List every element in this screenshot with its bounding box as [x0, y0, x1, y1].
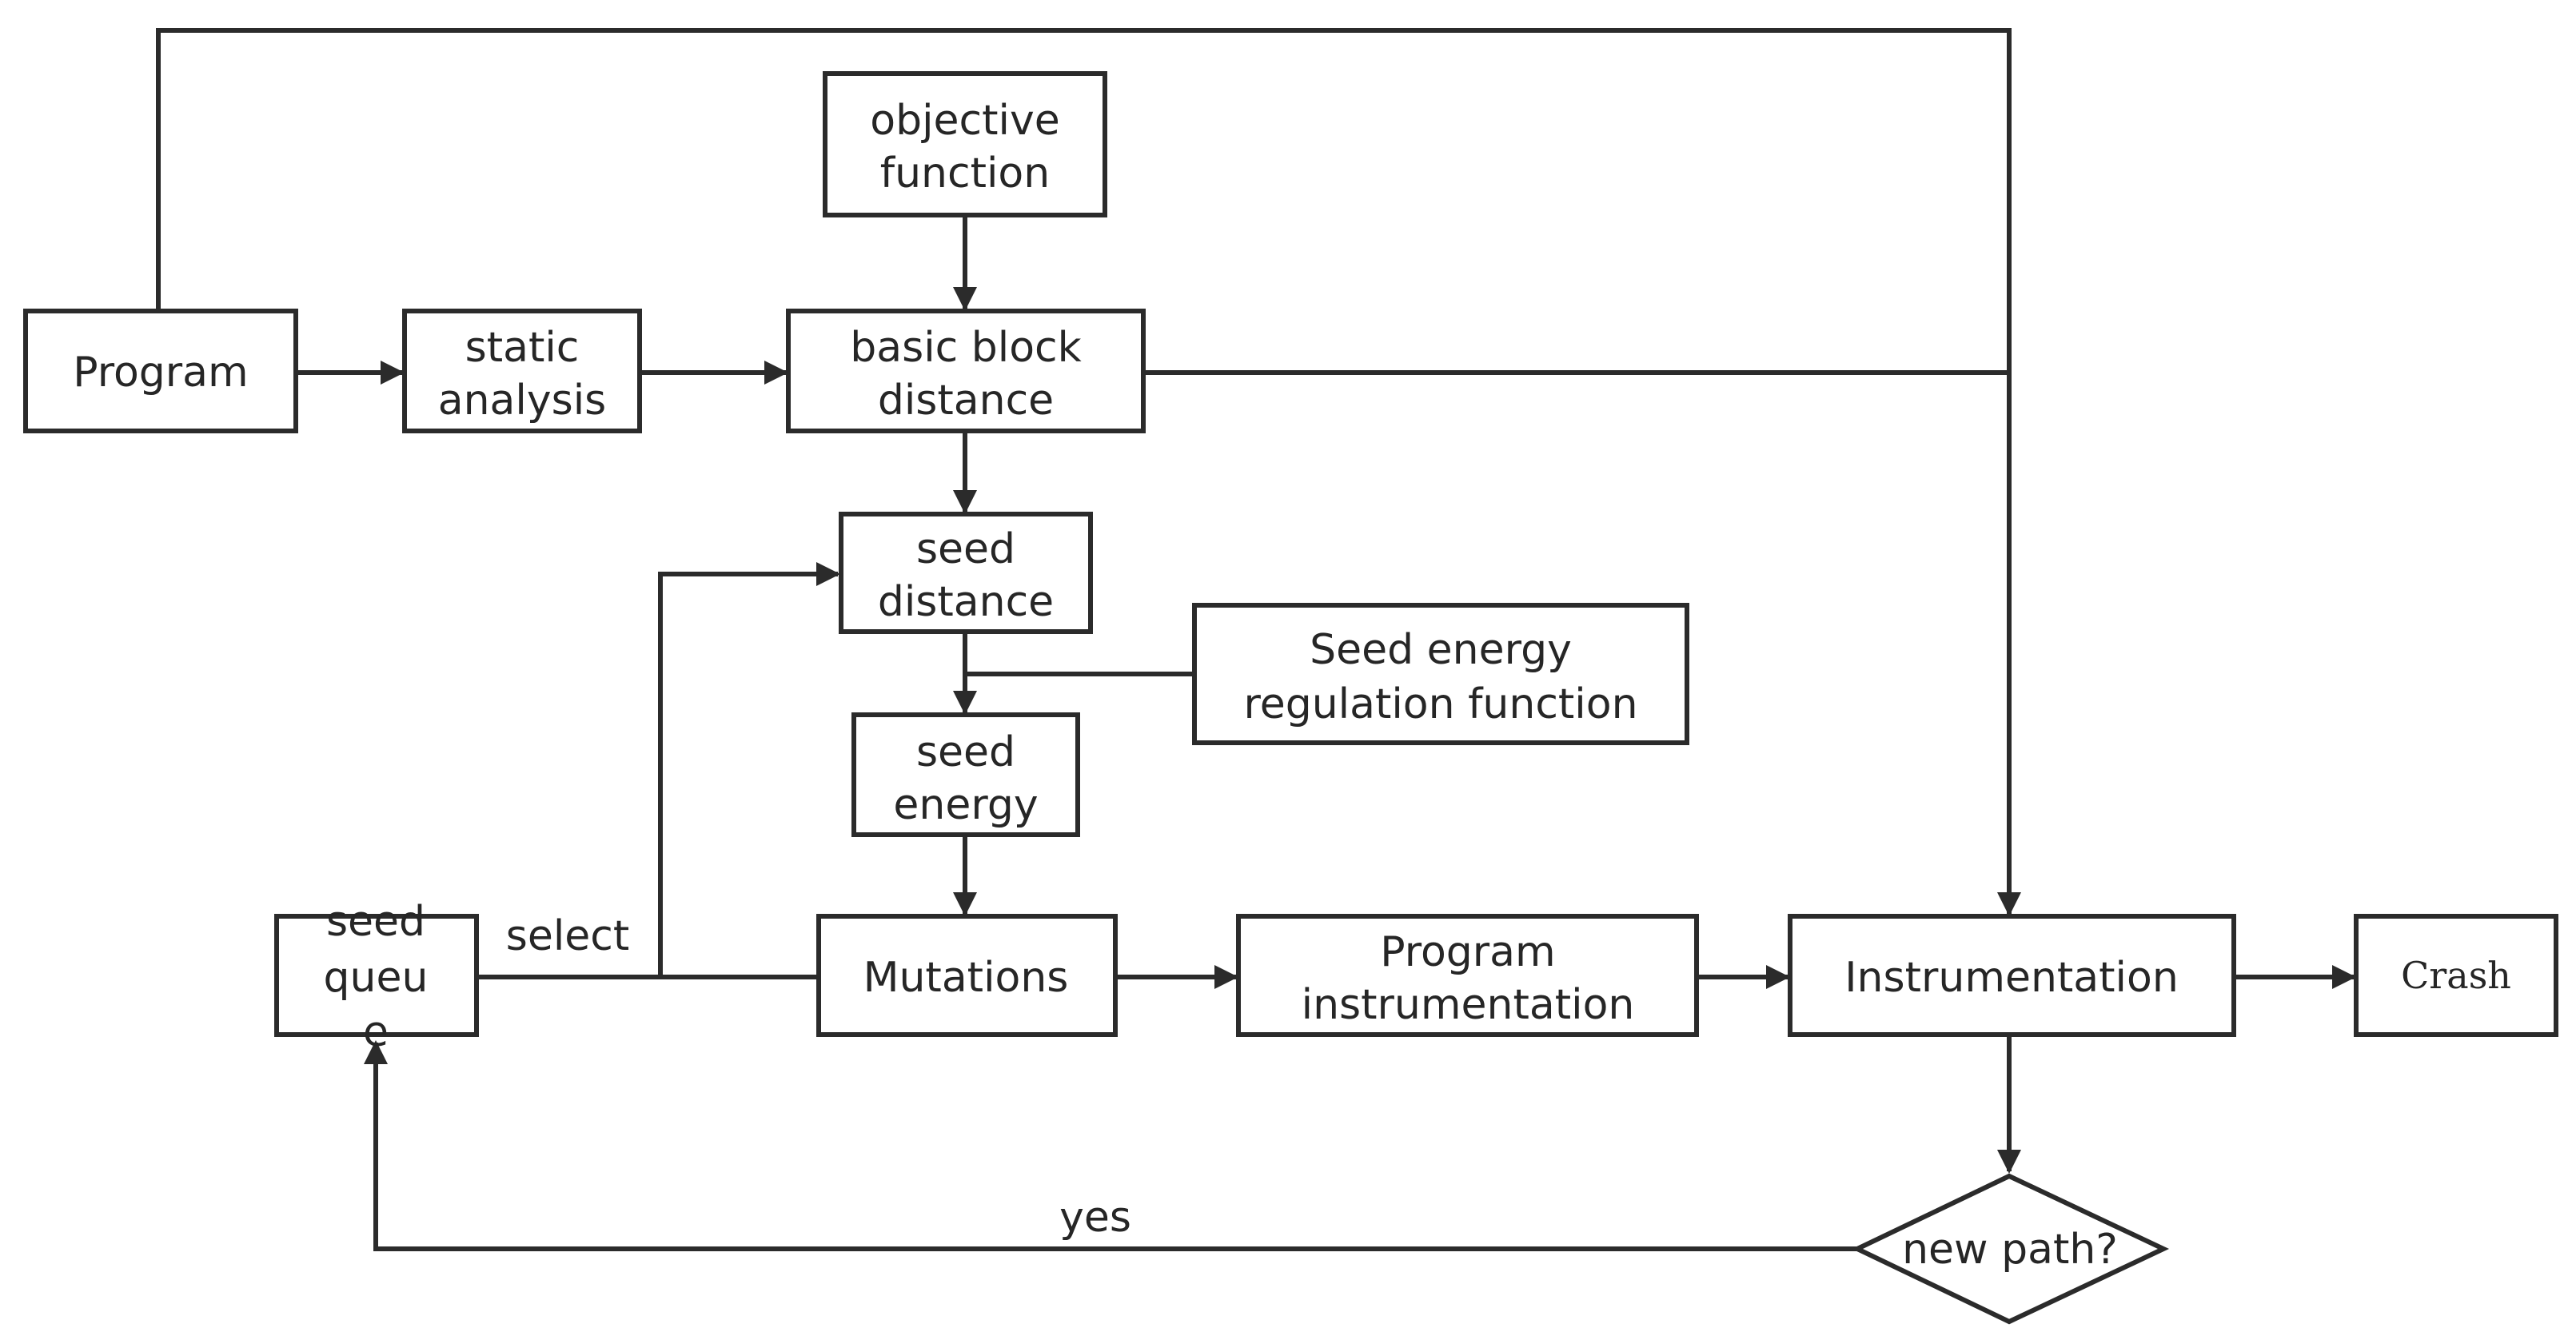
edges [156, 28, 2356, 1251]
node-new-path-decision: new path? [1852, 1173, 2170, 1325]
svg-text:seed: seed [916, 525, 1015, 573]
svg-text:distance: distance [878, 578, 1054, 626]
node-seed-energy-regulation-function: Seed energy regulation function [1192, 603, 1689, 745]
svg-text:Crash: Crash [2401, 954, 2511, 997]
svg-text:basic block: basic block [850, 324, 1082, 372]
node-seed-distance: seed distance [839, 512, 1093, 634]
node-program: Program [23, 309, 298, 433]
svg-text:Seed energy: Seed energy [1310, 626, 1572, 674]
svg-text:new path?: new path? [1902, 1226, 2118, 1274]
node-crash: Crash [2354, 914, 2558, 1037]
svg-text:Instrumentation: Instrumentation [1844, 954, 2179, 1002]
svg-text:seed: seed [326, 898, 425, 946]
svg-text:Mutations: Mutations [863, 954, 1069, 1002]
svg-text:seed: seed [916, 728, 1015, 776]
node-static-analysis: static analysis [402, 309, 642, 433]
node-seed-energy: seed energy [851, 712, 1080, 837]
svg-text:Program: Program [1380, 928, 1555, 976]
node-objective-function: objective function [823, 71, 1107, 217]
svg-text:queu: queu [324, 954, 429, 1002]
svg-text:function: function [880, 150, 1050, 197]
node-program-instrumentation: Program instrumentation [1236, 914, 1699, 1037]
svg-text:regulation function: regulation function [1243, 680, 1637, 728]
svg-text:objective: objective [870, 97, 1059, 145]
svg-text:distance: distance [878, 377, 1054, 425]
node-mutations: Mutations [816, 914, 1118, 1037]
node-seed-queue: seed queu e [274, 898, 479, 1056]
svg-text:instrumentation: instrumentation [1302, 981, 1635, 1029]
edge-new-path-to-seed-queue [364, 1040, 1857, 1251]
svg-text:e: e [363, 1008, 389, 1056]
node-basic-block-distance: basic block distance [786, 309, 1146, 433]
svg-text:analysis: analysis [438, 377, 607, 425]
svg-text:static: static [465, 324, 580, 372]
edge-label-select: select [506, 912, 630, 960]
edge-select-to-seed-distance [658, 562, 840, 977]
node-instrumentation: Instrumentation [1788, 914, 2236, 1037]
svg-text:Program: Program [73, 349, 248, 397]
svg-text:energy: energy [893, 781, 1038, 829]
edge-program-to-instrumentation [156, 28, 2021, 916]
edge-label-yes: yes [1059, 1194, 1131, 1242]
